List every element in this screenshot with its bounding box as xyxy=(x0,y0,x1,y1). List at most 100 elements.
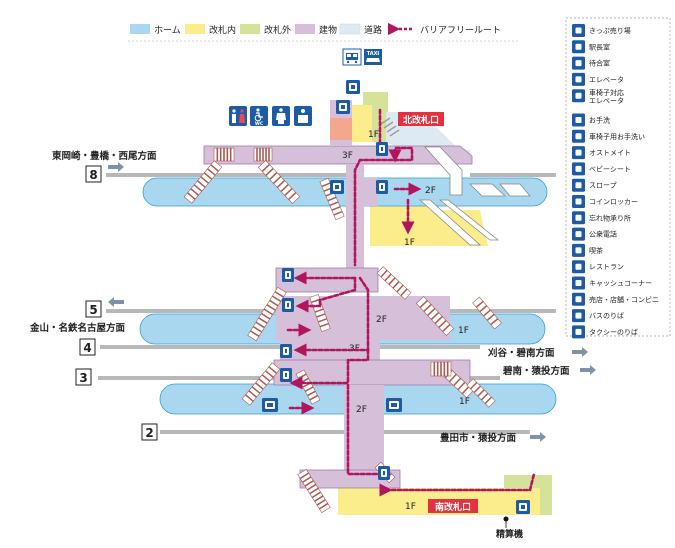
legend-label-ticket-inside: 改札内 xyxy=(209,24,236,36)
gates: 北改札口 南改札口 精算機 xyxy=(380,112,523,540)
elevator-icon xyxy=(280,344,292,358)
elevator-icon xyxy=(376,142,388,156)
direction-track5: 金山・名鉄名古屋方面 xyxy=(29,322,126,334)
north-gate-bars xyxy=(380,117,400,137)
public-phone-legend-row: 公衆電話 xyxy=(572,227,617,241)
route-3f-concourse xyxy=(353,146,414,267)
legend-swatch-platform xyxy=(130,24,150,34)
floor-1f-north: 1F xyxy=(368,130,379,140)
restroom-glyph xyxy=(575,117,582,123)
route-mid-to-3f xyxy=(289,348,370,390)
station-office-glyph xyxy=(575,43,582,50)
escalator-north-2 xyxy=(469,183,507,197)
elevator-icon xyxy=(282,298,294,312)
floor-2f-top: 2F xyxy=(425,186,436,196)
track-number-4: 4 xyxy=(83,341,91,355)
coin-locker-legend-row: コインロッカー xyxy=(572,195,638,208)
elevator-icon xyxy=(280,368,292,382)
escalators xyxy=(418,146,531,246)
transport-icons: TAXI xyxy=(342,48,382,66)
track-number-2: 2 xyxy=(145,426,153,440)
public-phone-glyph xyxy=(575,231,582,238)
restroom-legend-row: お手洗 xyxy=(572,113,610,127)
cash-corner-label: キャッシュコーナー xyxy=(589,280,652,288)
stair-top-2 xyxy=(253,147,273,162)
lost-found-label: 忘れ物承り所 xyxy=(589,213,631,222)
barrier-free-route xyxy=(286,108,536,497)
shop-legend-row: 売店・店舗・コンビニ xyxy=(572,292,659,306)
escalator-lower-2 xyxy=(438,199,500,241)
ostomate-glyph xyxy=(575,149,582,156)
bus-legend-row: バスのりば xyxy=(572,309,624,323)
track-number-8: 8 xyxy=(89,168,97,182)
track-box-4 xyxy=(79,338,96,356)
coin-locker-label: コインロッカー xyxy=(589,198,638,206)
track-box-8 xyxy=(85,165,102,183)
direction-track3: 碧南・猿投方面 xyxy=(502,365,570,377)
floor-1f-low: 1F xyxy=(459,397,470,407)
lost-found-legend-row: 忘れ物承り所 xyxy=(572,211,631,225)
station-office-label: 駅長室 xyxy=(589,42,610,51)
wheelchair-restroom-legend-row: 車椅子用お手洗い xyxy=(572,129,645,143)
slope-legend-row: スロープ xyxy=(572,178,617,192)
vertical-connector-2f xyxy=(364,178,378,206)
ticket-machine-label: きっぷ売り場 xyxy=(589,26,631,35)
public-phone-label: 公衆電話 xyxy=(589,230,617,239)
north-gate-badge xyxy=(398,112,444,126)
track-number-5: 5 xyxy=(89,303,97,317)
north-gate-label: 北改札口 xyxy=(403,114,439,126)
ticket-machine-icon xyxy=(516,500,530,514)
elevator-glyph xyxy=(575,76,582,83)
taxi-label: タクシーのりば xyxy=(589,327,638,336)
map-icons xyxy=(262,80,530,514)
waiting-room-legend-row: 待合室 xyxy=(572,56,610,70)
coin-locker-icon xyxy=(330,180,344,194)
legend-label-route: バリアフリールート xyxy=(420,25,501,36)
wheelchair-restroom-label: 車椅子用お手洗い xyxy=(589,132,645,141)
north-ticket-inside xyxy=(352,105,372,142)
restroom-cluster: WC xyxy=(229,106,312,127)
direction-arrow-track3 xyxy=(580,365,596,375)
legend-swatch-ticket-outside xyxy=(240,24,260,34)
direction-track4: 刈谷・碧南方面 xyxy=(488,347,555,359)
taxi-label: TAXI xyxy=(367,51,380,57)
south-gate-label: 南改札口 xyxy=(435,501,471,513)
floor-2f-low: 2F xyxy=(356,405,367,415)
bus-label: バスのりば xyxy=(589,311,624,320)
facility-list: きっぷ売り場駅長室待合室エレベータ車椅子対応エレベータお手洗車椅子用お手洗いオス… xyxy=(572,24,659,339)
stair-low-4 xyxy=(466,378,496,408)
route-mid-main xyxy=(293,276,370,357)
slope-label: スロープ xyxy=(589,182,617,190)
legend: ホーム 改札内 改札外 建物 道路 バリアフリールート xyxy=(128,22,520,42)
cafe-label: 喫茶 xyxy=(589,246,603,255)
wheelchair-restroom-glyph xyxy=(575,133,582,140)
wheelchair-elevator-glyph xyxy=(575,92,582,99)
stair-south-1 xyxy=(297,468,331,514)
lost-found-glyph xyxy=(575,214,582,221)
ostomate-label: オストメイト xyxy=(589,149,631,157)
stair-low-1 xyxy=(241,362,281,406)
cafe-glyph xyxy=(575,247,582,254)
escalator-north-curve xyxy=(424,146,463,196)
floor-3f-top: 3F xyxy=(342,151,353,161)
directions: 東岡崎・豊橋・西尾方面 金山・名鉄名古屋方面 刈谷・碧南方面 碧南・猿投方面 豊… xyxy=(29,150,596,444)
stair-mid-3 xyxy=(376,266,412,300)
route-mid-branch xyxy=(295,276,357,313)
track-numbers: 8 5 4 3 2 xyxy=(75,165,158,441)
direction-arrow-track8 xyxy=(108,162,124,172)
facility-legend-frame xyxy=(565,17,671,337)
legend-label-road: 道路 xyxy=(364,24,382,36)
elevator-icon xyxy=(376,180,388,194)
baby-seat-glyph xyxy=(575,165,582,172)
coin-locker-glyph xyxy=(575,198,582,205)
track-number-3: 3 xyxy=(79,371,87,385)
wheelchair-elevator-label-1: エレベータ xyxy=(589,96,624,105)
stair-mid-4 xyxy=(415,296,455,336)
slope-icon xyxy=(262,398,278,412)
legend-swatch-ticket-inside xyxy=(185,24,205,34)
stair-diag-3 xyxy=(319,177,345,221)
track-box-3 xyxy=(75,368,92,386)
station-office-legend-row: 駅長室 xyxy=(572,40,610,54)
ticket-machine-glyph xyxy=(575,27,582,34)
